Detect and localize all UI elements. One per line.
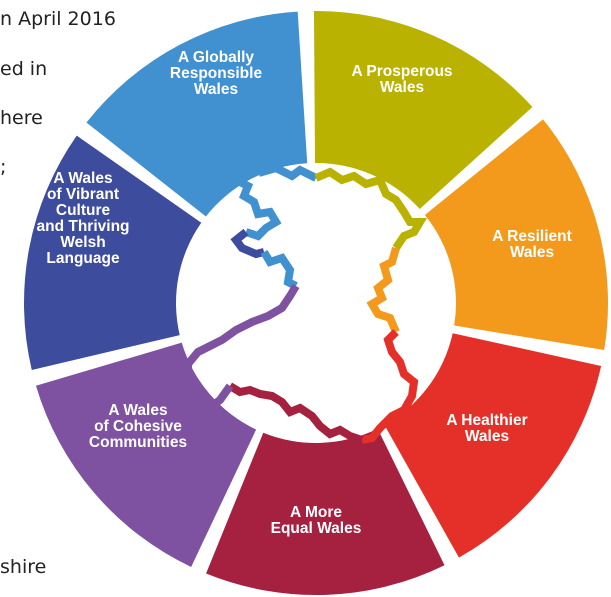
segment-resilient: [424, 119, 608, 350]
background-text-line-2: ed in: [0, 58, 48, 80]
wales-outline-stroke-4: [314, 167, 428, 251]
wales-map-outline: [184, 157, 428, 444]
wales-outline-stroke-2: [230, 228, 265, 259]
wales-outline-stroke-7: [227, 382, 364, 444]
segment-culture: [23, 135, 202, 370]
wales-outline-stroke-6: [361, 329, 419, 444]
wales-outline-stroke-8: [184, 283, 300, 411]
background-text-line-5: shire: [0, 556, 47, 578]
wales-outline-stroke-5: [366, 246, 400, 334]
background-text-line-3: here: [0, 107, 43, 129]
segment-more-equal: [206, 428, 445, 595]
segment-prosperous: [313, 10, 533, 210]
background-text-line-4: ;: [0, 156, 7, 178]
wales-outline-stroke-3: [260, 249, 298, 290]
background-text-line-1: n April 2016: [0, 8, 116, 30]
wales-outline-stroke-1: [230, 157, 318, 241]
segment-healthier: [384, 333, 602, 558]
